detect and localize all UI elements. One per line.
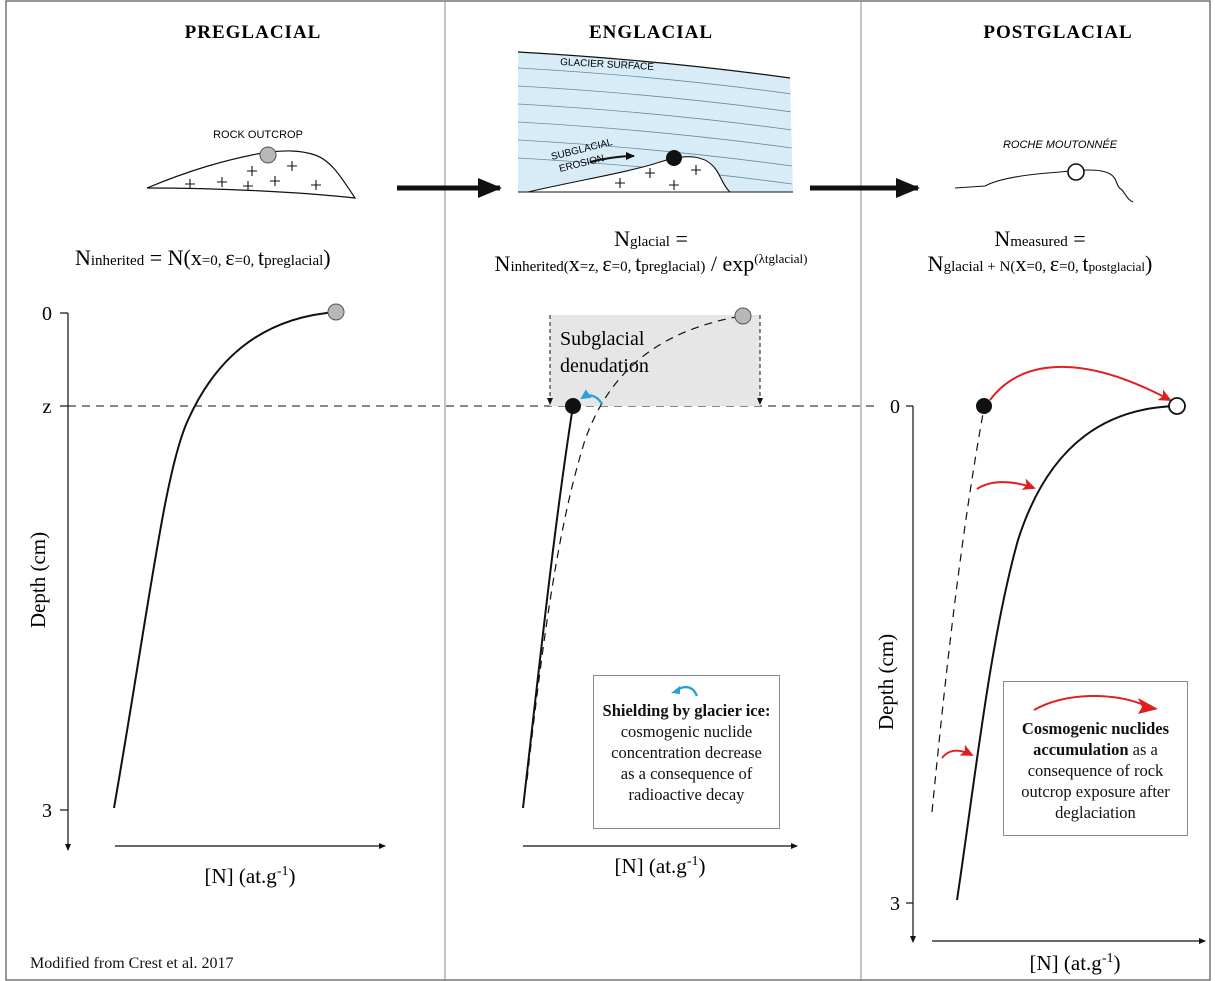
accumulation-arrow-mid xyxy=(976,478,1036,490)
svg-text:Nmeasured =: Nmeasured = xyxy=(994,226,1085,251)
sample-dot-white xyxy=(1067,163,1085,181)
accumulation-arrow-top xyxy=(989,365,1172,401)
roche-moutonnee-sketch: ROCHE MOUTONNÉE xyxy=(954,138,1134,203)
svg-text:Nglacial =: Nglacial = xyxy=(614,226,688,251)
y-axis-label-preglacial: Depth (cm) xyxy=(26,532,50,628)
svg-text:Nglacial + N(x=0, ε=0, tpostgl: Nglacial + N(x=0, ε=0, tpostglacial) xyxy=(928,251,1153,276)
profile-dot-black-post xyxy=(976,398,992,414)
profile-curve-englacial xyxy=(522,405,574,809)
shielding-note-line: concentration decrease xyxy=(611,743,762,762)
x-axis-label-postglacial: [N] (at.g-1) xyxy=(1030,951,1121,975)
accumulation-arrow-low xyxy=(941,744,974,759)
eq-preglacial: Ninherited = N(x=0, ε=0, tpreglacial) xyxy=(75,245,331,270)
x-axis-label-englacial: [N] (at.g-1) xyxy=(615,854,706,878)
rock-outcrop-sketch: ROCK OUTCROP xyxy=(146,129,357,199)
tick-0: 0 xyxy=(42,303,52,325)
title-englacial: ENGLACIAL xyxy=(589,22,713,43)
profile-dot-black xyxy=(565,398,581,414)
profile-dot-gray xyxy=(327,303,345,321)
profile-curve-glacial-dashed xyxy=(931,407,985,813)
title-postglacial: POSTGLACIAL xyxy=(983,22,1132,43)
profile-dot-gray-englacial xyxy=(734,307,752,325)
sample-dot-black xyxy=(666,150,682,166)
shielding-note: Shielding by glacier ice: cosmogenic nuc… xyxy=(593,675,780,829)
preglacial-profile: 0 z 3 Depth (cm) [N] (at.g-1) xyxy=(26,303,386,888)
accumulation-note-line: as a xyxy=(1128,740,1158,759)
shielding-note-line: radioactive decay xyxy=(628,785,745,804)
roche-moutonnee-label: ROCHE MOUTONNÉE xyxy=(1003,138,1118,151)
blue-arrow-icon xyxy=(670,685,698,697)
shielding-note-line: as a consequence of xyxy=(620,764,753,783)
erosion-arrow xyxy=(589,152,635,163)
sample-dot-gray xyxy=(259,146,277,164)
shielding-note-title: Shielding by glacier ice: xyxy=(602,701,771,720)
accumulation-note-line: outcrop exposure after xyxy=(1021,782,1170,801)
glacier-surface-label: GLACIER SURFACE xyxy=(560,57,655,73)
tick-z: z xyxy=(43,396,52,418)
denudation-label-1: Subglacial xyxy=(560,328,645,350)
tick-3: 3 xyxy=(42,800,52,822)
red-arrow-icon xyxy=(1033,694,1158,714)
svg-text:Ninherited = N(x=0, ε=0, tpreg: Ninherited = N(x=0, ε=0, tpreglacial) xyxy=(75,245,331,270)
tick-3-post: 3 xyxy=(890,893,900,915)
shielding-arrow xyxy=(580,389,604,405)
tick-0-post: 0 xyxy=(890,396,900,418)
glacier-sketch: GLACIER SURFACE SUBGLACIAL EROSION xyxy=(517,51,793,193)
accumulation-note-line: deglaciation xyxy=(1055,803,1136,822)
outer-frame xyxy=(5,0,1211,981)
rock-outcrop-label: ROCK OUTCROP xyxy=(213,129,303,141)
shielding-note-line: cosmogenic nuclide xyxy=(620,722,753,741)
svg-text:Ninherited(x=z, ε=0, tpreglaci: Ninherited(x=z, ε=0, tpreglacial) / exp(… xyxy=(495,251,808,276)
profile-curve-inherited xyxy=(526,315,743,781)
title-preglacial: PREGLACIAL xyxy=(185,22,322,43)
y-axis-label-postglacial: Depth (cm) xyxy=(874,634,898,730)
footer-credit: Modified from Crest et al. 2017 xyxy=(30,955,234,972)
profile-curve-postglacial xyxy=(956,405,1177,901)
eq-postglacial: Nmeasured = Nglacial + N(x=0, ε=0, tpost… xyxy=(928,226,1153,276)
accumulation-note-title-2: accumulation xyxy=(1033,740,1129,759)
x-axis-label-preglacial: [N] (at.g-1) xyxy=(205,864,296,888)
accumulation-note-line: consequence of rock xyxy=(1027,761,1164,780)
denudation-label-2: denudation xyxy=(560,355,649,377)
profile-curve-preglacial xyxy=(113,311,337,809)
eq-englacial: Nglacial = Ninherited(x=z, ε=0, tpreglac… xyxy=(495,226,808,276)
englacial-profile: Subglacial denudation [N] (at.g-1) xyxy=(522,307,798,878)
accumulation-note: Cosmogenic nuclides accumulation as a co… xyxy=(1003,681,1188,836)
postglacial-profile: 0 3 Depth (cm) [N] (at.g-1) xyxy=(874,365,1206,975)
profile-dot-white xyxy=(1168,397,1186,415)
accumulation-note-title: Cosmogenic nuclides xyxy=(1021,719,1170,738)
